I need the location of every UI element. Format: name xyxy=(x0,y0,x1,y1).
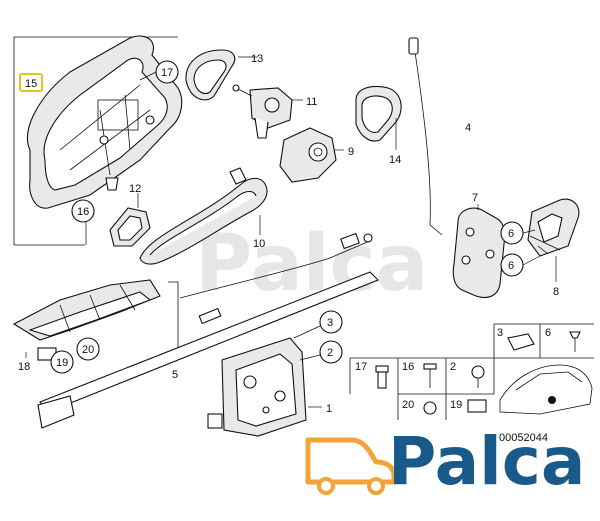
callout-2: 2 xyxy=(327,347,333,359)
callout-1: 1 xyxy=(326,403,332,415)
end-cap-14 xyxy=(355,85,402,142)
palca-logo: Palca xyxy=(305,423,585,500)
callout-bubble-16 xyxy=(71,199,95,223)
legend-19: 19 xyxy=(450,399,462,411)
handle-carrier xyxy=(26,35,183,209)
callout-10: 10 xyxy=(253,238,265,250)
highlight-box-15 xyxy=(19,73,43,92)
callout-9: 9 xyxy=(348,146,354,158)
callout-bubble-19 xyxy=(50,350,74,374)
assembly-15-bracket xyxy=(13,36,178,246)
callout-6a: 6 xyxy=(508,228,514,240)
legend-2: 2 xyxy=(450,361,456,373)
legend-20: 20 xyxy=(402,399,414,411)
callout-bubble-20 xyxy=(76,337,100,361)
callout-11: 11 xyxy=(306,96,317,108)
lock-cylinder-11 xyxy=(232,84,293,139)
handle-cover-13 xyxy=(185,49,236,101)
callout-12: 12 xyxy=(129,183,141,195)
outer-handle-10 xyxy=(139,167,268,265)
legend-6: 6 xyxy=(545,327,551,339)
callout-7: 7 xyxy=(472,192,478,204)
callout-19: 19 xyxy=(56,357,68,369)
legend-16: 16 xyxy=(402,361,414,373)
cover-plate-7 xyxy=(452,207,506,299)
watermark-text: Palca xyxy=(195,219,428,309)
callout-bubble-2 xyxy=(319,340,343,364)
callout-14: 14 xyxy=(389,154,401,166)
callout-6b: 6 xyxy=(508,260,514,272)
long-bar-5 xyxy=(37,271,379,429)
callout-17: 17 xyxy=(161,67,173,79)
callout-16: 16 xyxy=(77,206,89,218)
door-lock-1 xyxy=(207,337,307,437)
legend-3: 3 xyxy=(497,327,503,339)
callout-3: 3 xyxy=(327,317,333,329)
callout-5: 5 xyxy=(172,369,178,381)
car-icon xyxy=(305,437,397,485)
callout-20: 20 xyxy=(82,344,94,356)
bowden-cable xyxy=(179,232,373,299)
ref-code: 00052044 xyxy=(499,432,548,444)
cylinder-housing-9 xyxy=(279,127,337,183)
callout-18: 18 xyxy=(18,361,30,373)
small-parts-legend: 3 6 17 16 2 20 19 00052044 xyxy=(349,323,594,444)
striker-bracket-8 xyxy=(527,198,580,257)
callout-4: 4 xyxy=(465,122,471,134)
logo-text: Palca xyxy=(388,423,585,500)
inner-handle-assembly xyxy=(12,279,161,361)
lock-rod-4 xyxy=(408,37,443,236)
legend-17: 17 xyxy=(355,361,367,373)
gasket-12 xyxy=(109,207,151,247)
callout-8: 8 xyxy=(553,286,559,298)
callout-bubble-3 xyxy=(319,310,343,334)
callout-13: 13 xyxy=(251,53,263,65)
callout-15: 15 xyxy=(25,78,37,90)
